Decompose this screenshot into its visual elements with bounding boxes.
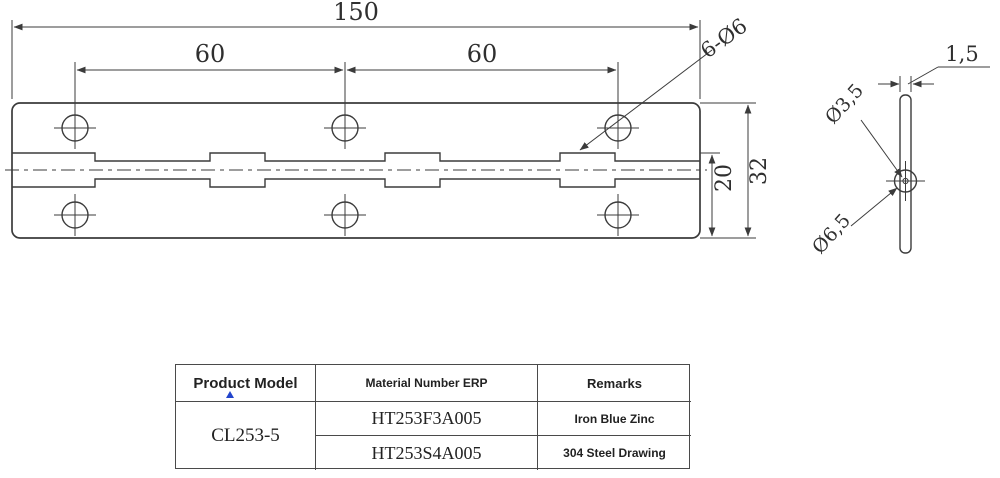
spec-table: Product Model Material Number ERP Remark… (175, 364, 691, 470)
material-number-value-1: HT253F3A005 (371, 408, 482, 428)
hole (324, 107, 366, 149)
mounting-holes (54, 107, 639, 236)
dim-60-left-label: 60 (195, 40, 226, 68)
blue-marker-icon (226, 391, 234, 398)
knuckle-line-lower (12, 178, 700, 188)
header-product-model: Product Model (176, 365, 316, 402)
remark-cell-1: Iron Blue Zinc (538, 402, 691, 436)
remark-value-2: 304 Steel Drawing (563, 446, 666, 460)
callout-6xd6-label: 6-Ø6 (696, 14, 751, 63)
header-material-number: Material Number ERP (316, 365, 538, 402)
knuckle-line-upper (12, 152, 700, 162)
material-number-cell-1: HT253F3A005 (316, 402, 538, 436)
dimension-hole-spacing: 60 60 (74, 40, 619, 108)
front-view: 150 60 60 6-Ø6 20 32 (5, 0, 772, 239)
hole (324, 194, 366, 236)
dim-32-label: 32 (747, 157, 772, 185)
product-model-value: CL253-5 (211, 425, 280, 446)
hole (597, 194, 639, 236)
dimension-overall-length: 150 (11, 0, 701, 99)
dimension-widths: 20 32 (700, 102, 772, 239)
side-view: 1,5 Ø3,5 Ø6,5 (808, 42, 990, 258)
hole (54, 194, 96, 236)
header-remarks-label: Remarks (587, 375, 642, 391)
hole (54, 107, 96, 149)
header-remarks: Remarks (538, 365, 691, 402)
header-material-number-label: Material Number ERP (365, 376, 488, 390)
dimension-pin-diameter: Ø3,5 (821, 80, 903, 178)
dimension-knuckle-diameter: Ø6,5 (808, 187, 898, 259)
material-number-value-2: HT253S4A005 (371, 442, 482, 463)
dim-d3-5-label: Ø3,5 (821, 80, 868, 129)
dim-d6-5-label: Ø6,5 (808, 210, 855, 259)
dim-20-label: 20 (712, 164, 737, 192)
product-model-cell: CL253-5 (176, 402, 316, 470)
material-number-cell-2: HT253S4A005 (316, 436, 538, 470)
dim-150-label: 150 (333, 0, 379, 26)
dim-1-5-label: 1,5 (945, 42, 978, 66)
dimension-thickness: 1,5 (878, 42, 990, 92)
dim-60-right-label: 60 (467, 40, 498, 68)
remark-value-1: Iron Blue Zinc (574, 411, 655, 426)
remark-cell-2: 304 Steel Drawing (538, 436, 691, 470)
hole (597, 107, 639, 149)
header-product-model-label: Product Model (193, 374, 298, 392)
